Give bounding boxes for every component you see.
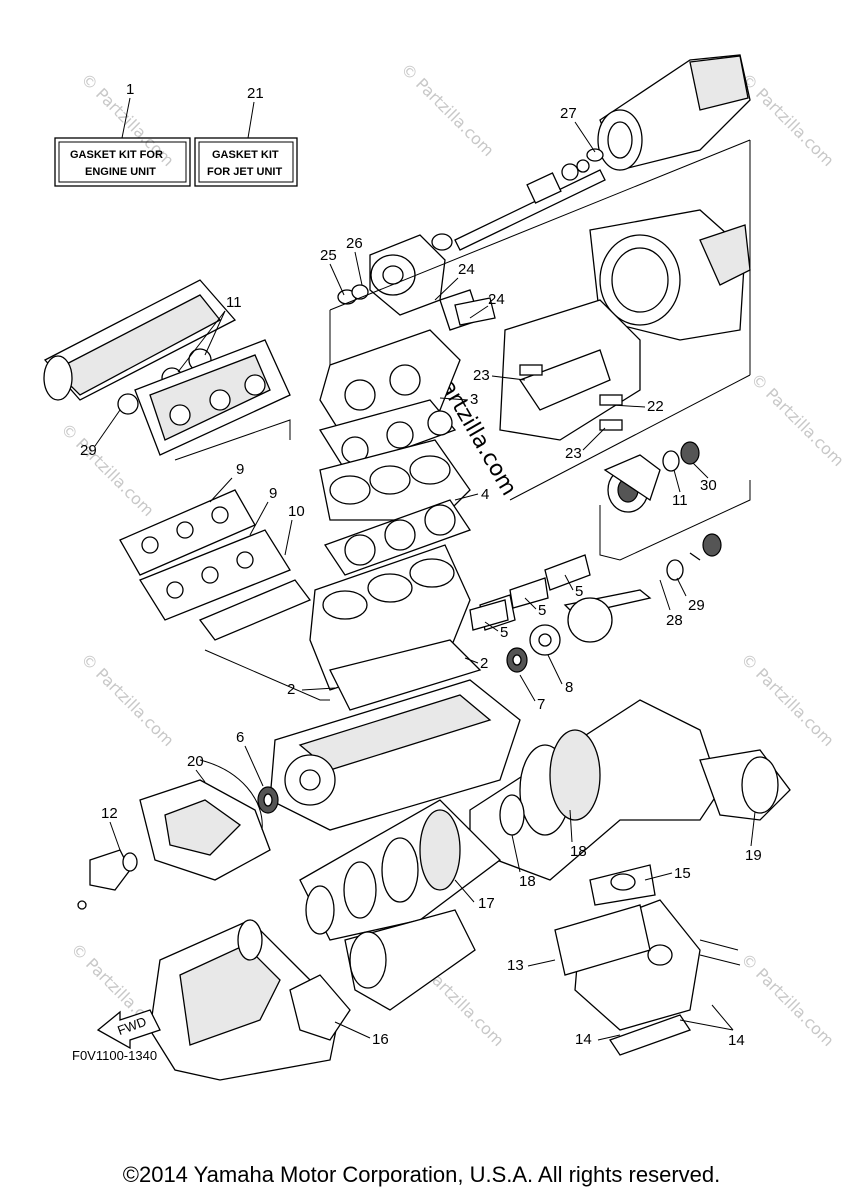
callout-5c: 5 [500, 624, 508, 641]
callout-5a: 5 [575, 583, 583, 600]
callout-27: 27 [560, 105, 577, 122]
callout-23b: 23 [565, 445, 582, 462]
watermark: © Partzilla.com [737, 949, 838, 1050]
drawing-code: F0V1100-1340 [72, 1048, 157, 1063]
exhaust-manifold-lower [554, 864, 741, 1056]
cylinder-block [309, 544, 516, 691]
callout-2b: 2 [287, 681, 295, 698]
callout-23a: 23 [473, 367, 490, 384]
callout-6: 6 [236, 729, 244, 746]
callout-7: 7 [537, 696, 545, 713]
callout-10: 10 [288, 503, 305, 520]
exhaust-outlet-gasket [289, 974, 351, 1041]
flywheel-cover [139, 759, 271, 881]
callout-24b: 24 [488, 291, 505, 308]
callout-11b: 29 [80, 442, 97, 459]
exhaust-manifold-pipe [469, 699, 791, 881]
callout-11a: 11 [226, 294, 242, 311]
callout-8: 8 [565, 679, 573, 696]
callout-13: 13 [507, 957, 524, 974]
callout-22: 22 [647, 398, 664, 415]
coupler-housing [337, 234, 496, 331]
bearing-parts [603, 441, 722, 581]
callout-5b: 5 [538, 602, 546, 619]
drive-shaft [431, 148, 606, 251]
callout-29b: 29 [688, 597, 705, 614]
watermark: © Partzilla.com [747, 369, 843, 470]
callout-20: 20 [187, 753, 204, 770]
oil-seal [257, 786, 279, 814]
water-box-muffler [149, 919, 341, 1081]
intake-silencer [43, 279, 237, 415]
callout-9b: 9 [269, 485, 277, 502]
gasket-kit-jet-box: 21 GASKET KIT FOR JET UNIT [194, 85, 298, 187]
callout-15: 15 [674, 865, 691, 882]
jet-housing [589, 209, 751, 341]
callout-25: 25 [320, 247, 337, 264]
intake-manifold-gaskets [119, 489, 312, 641]
callout-19: 19 [745, 847, 762, 864]
box-21-line2: FOR JET UNIT [207, 166, 282, 178]
callout-3: 3 [470, 391, 478, 408]
box-1-line1: GASKET KIT FOR [70, 149, 163, 161]
copyright-notice: ©2014 Yamaha Motor Corporation, U.S.A. A… [122, 1162, 721, 1187]
watermark: © Partzilla.com [737, 649, 838, 750]
callout-17: 17 [478, 895, 495, 912]
callout-30: 30 [700, 477, 717, 494]
watermark: © Partzilla.com [397, 59, 498, 160]
starter-parts [77, 849, 138, 910]
callout-18a: 18 [519, 873, 536, 890]
callout-18b: 18 [570, 843, 587, 860]
callout-4: 4 [481, 486, 489, 503]
fwd-arrow: FWD [96, 1009, 161, 1050]
watermark: © Partzilla.com [77, 649, 178, 750]
watermark: © Partzilla.com [57, 419, 158, 520]
callout-14a: 14 [575, 1031, 592, 1048]
callout-24a: 24 [458, 261, 475, 278]
gasket-kit-engine-box: 1 GASKET KIT FOR ENGINE UNIT [54, 81, 191, 187]
exhaust-chamber [299, 799, 501, 941]
head-gasket [323, 499, 472, 576]
callout-29a: 11 [672, 492, 688, 509]
exhaust-covers [469, 554, 591, 631]
callout-21: 21 [247, 85, 264, 102]
box-21-line1: GASKET KIT [212, 149, 279, 161]
callout-12: 12 [101, 805, 118, 822]
crankcase [269, 679, 521, 831]
callout-28: 28 [666, 612, 683, 629]
callout-26: 26 [346, 235, 363, 252]
callout-16: 16 [372, 1031, 389, 1048]
impeller-shaft [506, 589, 652, 673]
watermark: © Partzilla.com [737, 69, 838, 170]
carburetor-assembly [134, 339, 291, 456]
intake-duct [499, 299, 641, 441]
cylinder-head-cover [319, 439, 471, 521]
callouts: 27 26 25 24 24 11 23 3 22 23 30 29 11 4 … [80, 105, 762, 1049]
exhaust-elbow [344, 909, 476, 1011]
box-1-line2: ENGINE UNIT [85, 166, 156, 178]
base-gasket [329, 639, 482, 711]
callout-2a: 2 [480, 655, 488, 672]
callout-14b: 14 [728, 1032, 745, 1049]
callout-1: 1 [126, 81, 134, 98]
cylinder-head [318, 329, 461, 471]
callout-9a: 9 [236, 461, 244, 478]
jet-nozzle [597, 54, 751, 171]
